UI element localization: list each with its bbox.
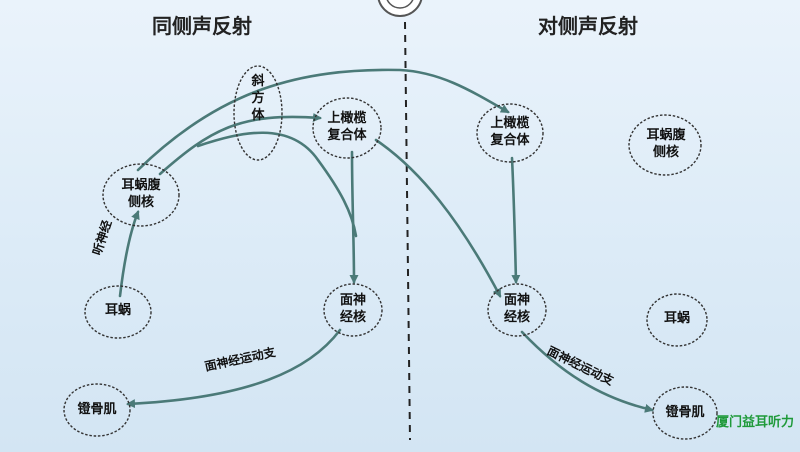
node-cochlear-nucleus-left	[102, 163, 180, 227]
header-ipsilateral-reflex: 同侧声反射	[152, 14, 252, 38]
header-contralateral-reflex: 对侧声反射	[538, 14, 638, 38]
node-facial-nucleus-right	[487, 283, 547, 337]
label-facial-nucleus-left: 面神 经核	[339, 293, 366, 325]
arrow-so-to-facial-left	[349, 150, 359, 284]
node-cochlea-right	[646, 293, 708, 347]
label-cochlear-nucleus-left: 耳蜗腹 侧核	[121, 178, 161, 210]
label-stapedius-left: 镫骨肌	[77, 402, 117, 417]
top-ornament	[377, 0, 423, 17]
arrow-facial-left-to-stapedius-left	[126, 328, 342, 409]
arrow-so-left-to-facial-right	[374, 138, 502, 298]
label-cochlea-left: 耳蜗	[104, 303, 131, 318]
watermark: 厦门益耳听力	[715, 415, 794, 430]
arrow-so-to-facial-right	[510, 156, 521, 284]
arrow-cn-to-contralateral-so	[136, 68, 510, 172]
label-superior-olive-left: 上橄榄 复合体	[327, 111, 367, 143]
node-cochlea-left	[84, 285, 152, 339]
node-stapedius-right	[652, 386, 718, 440]
label-cochlea-right: 耳蜗	[663, 311, 690, 326]
node-facial-nucleus-left	[323, 283, 383, 337]
label-facial-nucleus-right: 面神 经核	[503, 293, 530, 325]
node-cochlear-nucleus-right	[628, 114, 702, 176]
arrow-trapezoid-to-facial-left	[196, 131, 358, 238]
arrow-facial-right-to-stapedius-right	[520, 330, 654, 413]
arrow-cn-to-ipsilateral-so	[158, 112, 322, 176]
node-superior-olive-left	[312, 97, 382, 159]
node-trapezoid	[233, 65, 283, 161]
label-stapedius-right: 镫骨肌	[665, 405, 705, 420]
label-superior-olive-right: 上橄榄 复合体	[490, 116, 530, 148]
node-superior-olive-right	[476, 103, 544, 163]
label-trapezoid: 斜 方 体	[251, 74, 265, 123]
node-stapedius-left	[63, 383, 131, 437]
label-cochlear-nucleus-right: 耳蜗腹 侧核	[646, 128, 686, 160]
center-divider	[404, 21, 411, 441]
